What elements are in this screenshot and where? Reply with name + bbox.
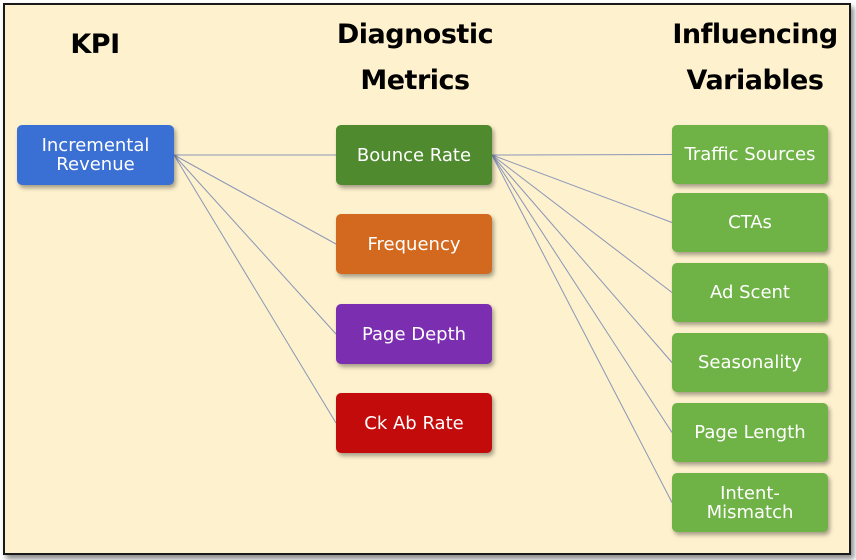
- connector-metric-to-variable: [491, 154, 673, 503]
- connector-metric-to-variable: [491, 154, 673, 156]
- variable-node-label: Intent- Mismatch: [706, 482, 794, 523]
- metric-node-bounce-rate: Bounce Rate: [336, 125, 492, 185]
- variable-node-ctas: CTAs: [672, 193, 828, 252]
- kpi-node-label: Incremental Revenue: [41, 135, 150, 175]
- metric-node-label: Bounce Rate: [356, 144, 472, 166]
- variable-node-ad-scent: Ad Scent: [672, 263, 828, 322]
- metric-node-label: Frequency: [367, 233, 461, 255]
- kpi-node-incremental-revenue: Incremental Revenue: [17, 125, 174, 185]
- variable-node-traffic-sources: Traffic Sources: [672, 125, 828, 184]
- metric-node-frequency: Frequency: [336, 214, 492, 274]
- metric-node-label: Ck Ab Rate: [364, 412, 464, 434]
- metric-node-page-depth: Page Depth: [336, 304, 492, 364]
- variable-node-label: Page Length: [694, 422, 806, 443]
- connector-metric-to-variable: [491, 154, 673, 433]
- influencing-variables-column-title: Influencing Variables: [672, 19, 838, 96]
- variable-node-seasonality: Seasonality: [672, 333, 828, 392]
- connector-metric-to-variable: [491, 154, 673, 363]
- variable-node-label: Traffic Sources: [684, 144, 816, 165]
- metric-node-ck-ab-rate: Ck Ab Rate: [336, 393, 492, 453]
- connector-metric-to-variable: [491, 154, 673, 223]
- variable-node-page-length: Page Length: [672, 403, 828, 462]
- variable-node-label: CTAs: [728, 212, 772, 233]
- connector-kpi-to-metric: [173, 154, 337, 424]
- variable-node-label: Seasonality: [697, 352, 803, 373]
- kpi-column-title: KPI: [70, 29, 120, 60]
- variable-node-intent-mismatch: Intent- Mismatch: [672, 473, 828, 532]
- connector-kpi-to-metric: [173, 154, 337, 245]
- connector-kpi-to-metric: [173, 154, 337, 335]
- variable-node-label: Ad Scent: [709, 282, 790, 303]
- metric-node-label: Page Depth: [361, 323, 467, 345]
- connector-metric-to-variable: [491, 154, 673, 293]
- diagnostic-metrics-column-title: Diagnostic Metrics: [336, 19, 494, 96]
